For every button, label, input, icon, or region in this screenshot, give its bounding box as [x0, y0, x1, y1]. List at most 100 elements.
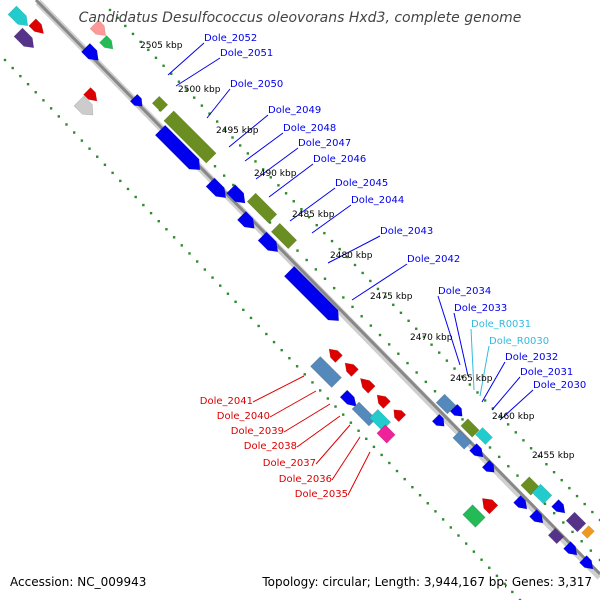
gene-feature-shape: [270, 222, 298, 250]
gene-feature-shape: [579, 555, 594, 570]
gene-feature: [481, 459, 495, 473]
scale-dot: [418, 494, 422, 497]
gene-feature-shape: [344, 362, 359, 377]
scale-dot: [476, 391, 479, 394]
gene-feature-shape: [481, 497, 499, 515]
scale-tick-label: 2495 kbp: [216, 126, 259, 136]
gene-feature-shape: [431, 413, 445, 427]
scale-dot: [361, 271, 364, 275]
gene-feature: [257, 231, 279, 253]
scale-dot: [552, 511, 556, 515]
scale-dot: [397, 352, 400, 355]
forward-gene-label: Dole_2031: [520, 367, 573, 378]
scale-dot: [403, 477, 406, 481]
forward-gene-label-leader: [228, 114, 269, 148]
scale-dot: [499, 415, 502, 418]
scale-dot: [424, 380, 428, 384]
scale-dot: [506, 423, 510, 426]
rna-gene-label: Dole_R0031: [471, 319, 531, 330]
scale-dot: [406, 361, 409, 365]
scale-dot: [300, 208, 303, 211]
scale-dot: [119, 179, 122, 183]
forward-gene-label: Dole_2044: [351, 195, 404, 206]
reverse-gene-label: Dole_2040: [217, 411, 270, 422]
scale-dot: [497, 455, 501, 459]
forward-gene-label-leader: [167, 42, 205, 76]
gene-feature-shape: [460, 418, 480, 438]
gene-feature-shape: [351, 401, 377, 427]
gene-feature: [359, 377, 376, 394]
scale-dot: [392, 303, 395, 307]
scale-dot: [292, 200, 295, 203]
gene-feature: [481, 497, 499, 515]
scale-dot: [430, 343, 433, 346]
scale-dot: [380, 453, 383, 457]
gene-feature: [547, 527, 565, 545]
scale-dot: [314, 268, 318, 271]
forward-gene-label-leader: [481, 361, 506, 403]
scale-dot: [318, 389, 322, 392]
scale-dot: [188, 252, 191, 255]
scale-dot: [495, 574, 499, 578]
rna-gene-label-leader: [470, 328, 475, 391]
scale-dot: [139, 40, 142, 44]
accession-text: Accession: NC_009943: [10, 575, 146, 589]
gene-feature-shape: [475, 427, 493, 445]
scale-dot: [203, 268, 207, 271]
gene-feature: [344, 362, 359, 377]
forward-gene-label-leader: [327, 235, 381, 264]
scale-dot: [49, 107, 53, 110]
scale-dot: [211, 276, 214, 279]
gene-feature: [80, 42, 99, 61]
forward-gene-label-leader: [255, 147, 299, 180]
forward-gene-label: Dole_2043: [380, 226, 433, 237]
forward-gene-label: Dole_2030: [533, 380, 586, 391]
gene-feature-shape: [328, 348, 343, 363]
rna-gene-label: Dole_R0030: [489, 336, 549, 347]
rna-gene-label-leader: [479, 345, 490, 397]
scale-dot: [142, 203, 145, 207]
forward-gene-label-leader: [437, 295, 461, 366]
scale-dot: [598, 558, 600, 562]
reverse-gene-label: Dole_2035: [295, 489, 348, 500]
gene-feature-shape: [563, 541, 578, 556]
reverse-gene-label-leader: [296, 415, 341, 448]
scale-dot: [438, 351, 441, 354]
scale-dot: [583, 502, 586, 506]
gene-feature-shape: [393, 409, 407, 423]
scale-tick-label: 2490 kbp: [254, 169, 297, 179]
gene-feature: [154, 124, 201, 171]
scale-dot: [311, 381, 314, 384]
scale-dot: [511, 590, 514, 594]
scale-dot: [480, 558, 483, 561]
scale-dot: [269, 176, 272, 179]
gene-feature-shape: [529, 509, 544, 524]
scale-dot: [488, 446, 492, 449]
scale-dot: [338, 247, 341, 251]
scale-dot: [387, 343, 391, 346]
scale-dot: [277, 184, 280, 187]
scale-dot: [369, 279, 372, 283]
scale-dot: [472, 550, 476, 553]
gene-feature: [529, 509, 544, 524]
scale-dot: [134, 195, 137, 199]
forward-gene-label-leader: [351, 263, 408, 301]
gene-feature: [376, 424, 396, 444]
scale-dot: [346, 255, 349, 259]
scale-dot: [365, 437, 368, 441]
scale-dot: [249, 316, 253, 320]
scale-dot: [88, 147, 91, 150]
scale-dot: [433, 390, 437, 393]
scale-dot: [507, 465, 510, 468]
scale-dot: [108, 8, 112, 12]
scale-dot: [185, 88, 188, 91]
gene-feature: [205, 177, 227, 199]
scale-dot: [395, 469, 399, 473]
gene-feature-shape: [73, 95, 94, 116]
genome-summary-text: Topology: circular; Length: 3,944,167 bp…: [261, 575, 592, 589]
gene-feature-shape: [13, 27, 35, 49]
forward-gene-label: Dole_2045: [335, 178, 388, 189]
gene-feature-shape: [547, 527, 565, 545]
reverse-gene-label-leader: [252, 375, 305, 403]
